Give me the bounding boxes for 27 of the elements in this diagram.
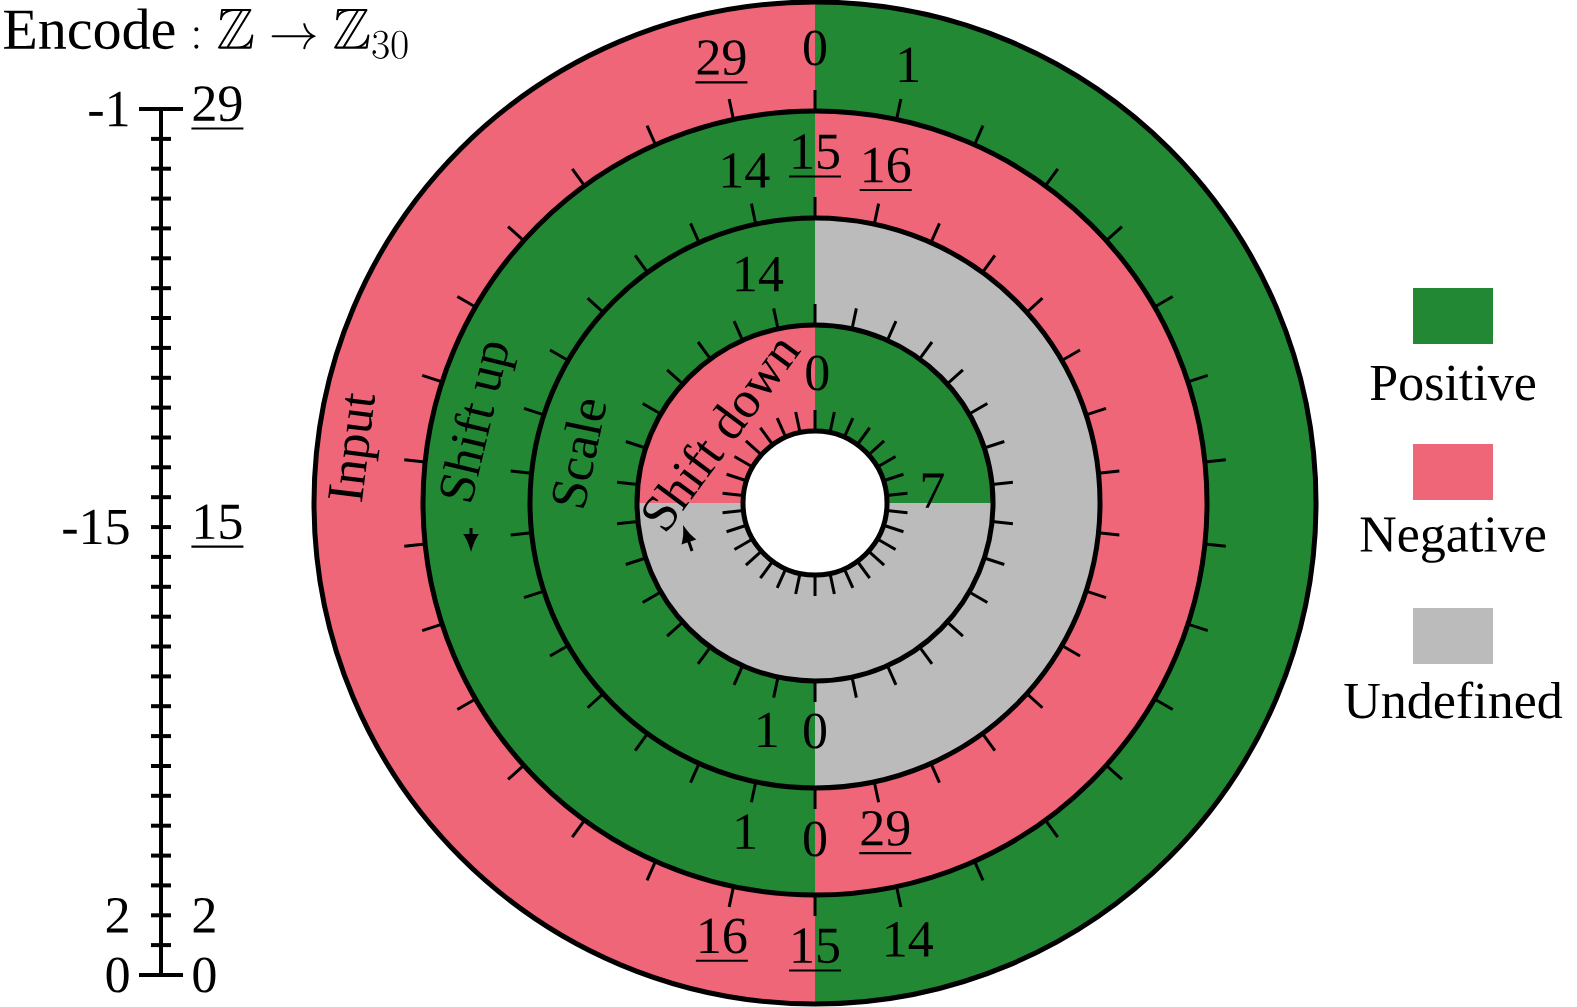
node-label: Shift up [440, 342, 518, 502]
tick-label: 14 [886, 922, 933, 957]
tick-label: 29 [859, 810, 912, 855]
legend-label: Negative [1360, 517, 1546, 563]
tick-label: 7 [922, 473, 944, 508]
tick-label: -1 [89, 91, 128, 127]
legend-label: Undefined [1344, 681, 1563, 719]
tick-label: 16 [695, 918, 748, 962]
tick-label: 15 [191, 504, 244, 548]
tick-label: 1 [758, 712, 777, 748]
tick-label: 0 [804, 713, 827, 749]
tick-label: 0 [193, 957, 216, 993]
legend-label: Positive [1370, 365, 1535, 401]
tick-label: 1 [736, 814, 755, 849]
tick-label: 14 [736, 256, 784, 292]
tick-label: 29 [695, 40, 748, 84]
tick-label: -15 [63, 509, 129, 545]
tick-label: 0 [106, 957, 129, 993]
tick-label: 29 [191, 86, 244, 130]
tick-label: 16 [859, 147, 912, 191]
node-label: Scale [552, 400, 606, 508]
tick-label: 0 [804, 821, 827, 857]
tick-label: 0 [804, 30, 827, 66]
tick-label: 14 [722, 153, 770, 188]
tick-label: 2 [193, 898, 215, 933]
tick-label: 2 [106, 898, 128, 933]
tick-label: 1 [899, 47, 918, 82]
